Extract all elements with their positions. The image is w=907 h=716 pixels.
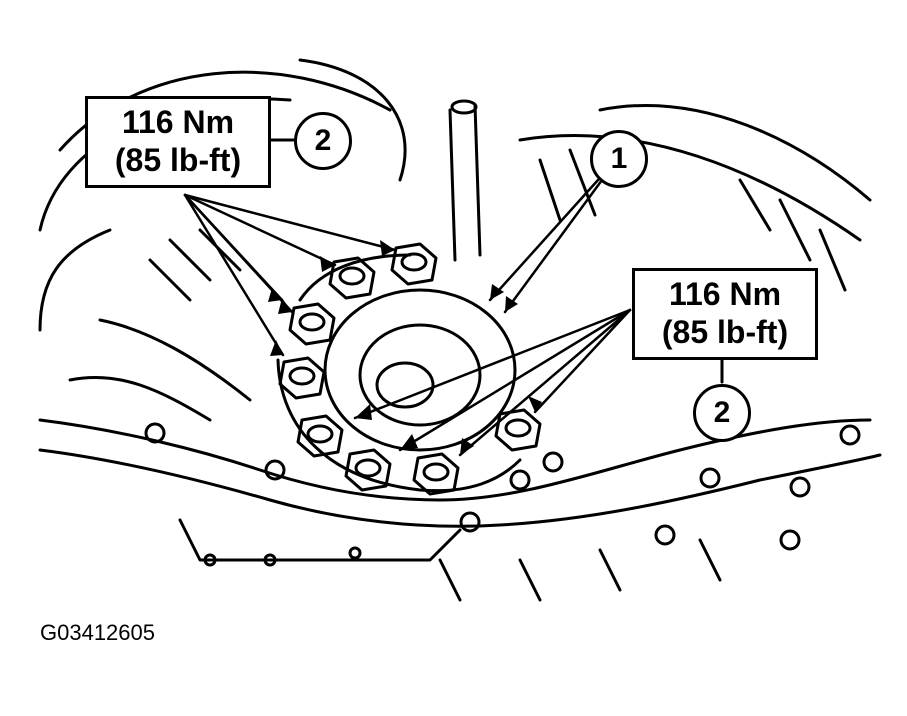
torque-spec-box-left: 116 Nm (85 lb-ft)	[85, 96, 271, 188]
bolt-7	[412, 452, 460, 496]
callout-1-arrows	[488, 178, 604, 314]
torque-value-metric: 116 Nm	[668, 276, 782, 312]
torque-value-metric: 116 Nm	[121, 104, 235, 140]
bearing-housing	[276, 99, 522, 493]
bolt-6	[344, 448, 392, 492]
bolt-5	[296, 414, 344, 458]
bolt-2	[328, 256, 376, 300]
callout-2-right: 2	[693, 384, 751, 442]
torque-arrows-right	[353, 308, 632, 457]
transmission-housing	[38, 58, 872, 422]
bolt-1	[390, 242, 438, 286]
torque-value-imperial: (85 lb-ft)	[661, 314, 789, 350]
callout-1: 1	[590, 130, 648, 188]
torque-spec-box-right: 116 Nm (85 lb-ft)	[632, 268, 818, 360]
torque-value-imperial: (85 lb-ft)	[114, 142, 242, 178]
bolt-8	[494, 408, 542, 452]
bolt-set	[278, 242, 542, 496]
bolt-3	[288, 302, 336, 346]
figure-id: G03412605	[40, 620, 155, 645]
arrowheads	[268, 240, 542, 455]
flange-outline	[38, 418, 882, 602]
callout-2-left: 2	[294, 112, 352, 170]
bolt-4	[278, 356, 326, 400]
